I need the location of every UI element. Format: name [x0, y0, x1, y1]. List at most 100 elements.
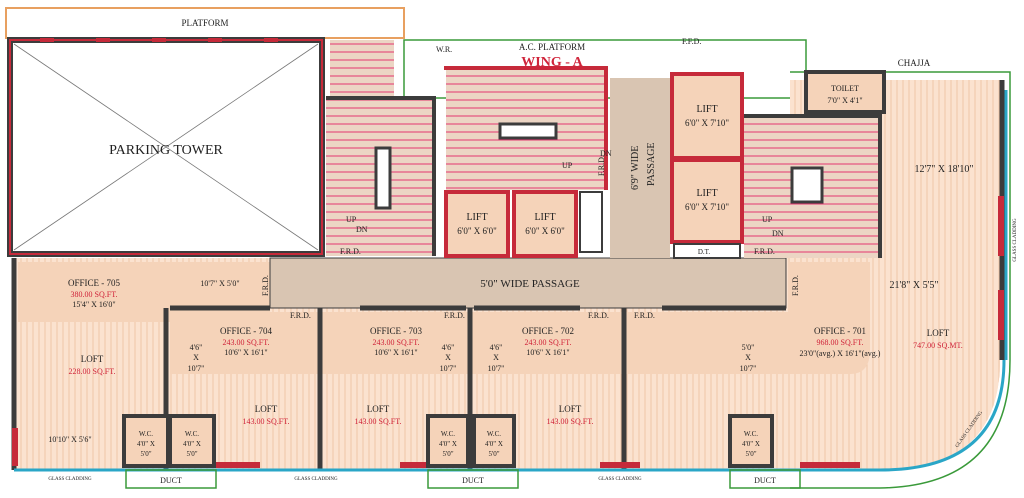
dt-shaft [579, 191, 603, 253]
wc-4-label: W.C. [487, 430, 501, 438]
stair-dn-1: DN [356, 225, 368, 234]
duct-1 [125, 469, 217, 489]
frd-8: F.R.D. [261, 275, 270, 296]
chajja-label: CHAJJA [898, 58, 931, 68]
office-704-floor [170, 312, 318, 374]
dim-704-c: 10'7" [188, 364, 205, 373]
wing-label: WING - A [521, 55, 583, 70]
frd-7: F.R.D. [597, 155, 606, 176]
wide-passage-69-a: 6'9" WIDE [630, 146, 641, 190]
lift-right-2 [670, 158, 744, 244]
lift-size-4: 6'0" X 7'10" [685, 202, 729, 212]
loft-702-area: 143.00 SQ.FT. [547, 417, 594, 426]
chajja-outline [790, 71, 1011, 489]
stair-dn-3: DN [772, 229, 784, 238]
office-704-area: 243.00 SQ.FT. [223, 338, 270, 347]
office-704-label: OFFICE - 704 [220, 326, 273, 336]
loft-704-label: LOFT [255, 404, 278, 414]
size-10x5-6: 10'10" X 5'6" [48, 435, 91, 444]
size-12x18: 12'7" X 18'10" [915, 164, 974, 175]
dim-703-c: 10'7" [440, 364, 457, 373]
dt-label: D.T. [698, 248, 711, 256]
lift-label-2: LIFT [534, 212, 555, 223]
wc-5-label: W.C. [744, 430, 758, 438]
wc-2-size-b: 5'0" [186, 450, 197, 458]
office-705-area: 380.00 SQ.FT. [71, 290, 118, 299]
glass-label-1: GLASS CLADDING [48, 477, 92, 482]
frd-4: F.R.D. [444, 311, 465, 320]
office-705-label: OFFICE - 705 [68, 278, 121, 288]
wc-3 [426, 414, 470, 468]
lift-label-3: LIFT [696, 104, 717, 115]
stair-up-1: UP [346, 215, 357, 224]
glass-cladding [14, 359, 1006, 472]
office-701-area: 968.00 SQ.FT. [817, 338, 864, 347]
platform-label: PLATFORM [181, 18, 228, 28]
lift-size-3: 6'0" X 7'10" [685, 118, 729, 128]
wc-5-size-a: 4'0" X [742, 440, 760, 448]
office-703-label: OFFICE - 703 [370, 326, 423, 336]
lift-middle-1 [444, 190, 510, 258]
office-701-size: 23'0"(avg.) X 16'1"(avg.) [800, 349, 881, 358]
loft-703-label: LOFT [367, 404, 390, 414]
lift-label-1: LIFT [466, 212, 487, 223]
dim-702-b: X [493, 353, 499, 362]
dim-704-b: X [193, 353, 199, 362]
staircase-top [330, 40, 394, 98]
passage-5-label: 5'0" WIDE PASSAGE [480, 278, 580, 290]
wc-1 [122, 414, 170, 468]
office-701-main [626, 262, 870, 374]
wide-passage-69 [610, 78, 670, 258]
loft-704-area: 143.00 SQ.FT. [243, 417, 290, 426]
duct-label-3: DUCT [754, 476, 776, 485]
loft-705-label: LOFT [81, 354, 104, 364]
frd-3: F.R.D. [290, 311, 311, 320]
loft-705-area: 228.00 SQ.FT. [69, 367, 116, 376]
office-702-label: OFFICE - 702 [522, 326, 574, 336]
office-703-area: 243.00 SQ.FT. [373, 338, 420, 347]
wc-4-size-b: 5'0" [488, 450, 499, 458]
toilet-label: TOILET [831, 84, 859, 93]
wc-2-label: W.C. [185, 430, 199, 438]
wr-label: W.R. [436, 45, 452, 54]
lift-right-1 [670, 72, 744, 160]
dim-701-a: 5'0" [742, 343, 755, 352]
toilet-size: 7'0" X 4'1" [827, 96, 862, 105]
office-705-size: 15'4" X 16'0" [72, 300, 115, 309]
wide-passage-69-b: PASSAGE [646, 142, 657, 186]
lift-size-1: 6'0" X 6'0" [457, 226, 497, 236]
loft-701-area: 747.00 SQ.MT. [913, 341, 963, 350]
lift-middle-2 [512, 190, 578, 258]
stair-dn-2: DN [600, 149, 612, 158]
wc-1-label: W.C. [139, 430, 153, 438]
glass-label-4: GLASS CLADDING [1013, 218, 1018, 262]
wc-1-size-a: 4'0" X [137, 440, 155, 448]
lift-label-4: LIFT [696, 188, 717, 199]
wc-5-size-b: 5'0" [745, 450, 756, 458]
wc-3-label: W.C. [441, 430, 455, 438]
office-703-size: 10'6" X 16'1" [374, 348, 417, 357]
ffd-top-label: F.F.D. [682, 37, 701, 46]
frd-1: F.R.D. [340, 247, 361, 256]
size-10x5: 10'7" X 5'0" [200, 279, 239, 288]
loft-703-area: 143.00 SQ.FT. [355, 417, 402, 426]
duct-3 [729, 469, 801, 489]
toilet [804, 70, 886, 114]
stair-up-3: UP [762, 215, 773, 224]
glass-label-3: GLASS CLADDING [598, 477, 642, 482]
stair-up-2: UP [562, 161, 573, 170]
dim-703-a: 4'6" [442, 343, 455, 352]
dim-702-c: 10'7" [488, 364, 505, 373]
dim-702-a: 4'6" [490, 343, 503, 352]
dim-704-a: 4'6" [190, 343, 203, 352]
wc-1-size-b: 5'0" [140, 450, 151, 458]
frd-2: F.R.D. [754, 247, 775, 256]
wc-4 [472, 414, 516, 468]
dim-701-c: 10'7" [740, 364, 757, 373]
duct-label-2: DUCT [462, 476, 484, 485]
dim-701-b: X [745, 353, 751, 362]
wc-3-size-a: 4'0" X [439, 440, 457, 448]
loft-701-label: LOFT [927, 328, 950, 338]
wc-4-size-a: 4'0" X [485, 440, 503, 448]
